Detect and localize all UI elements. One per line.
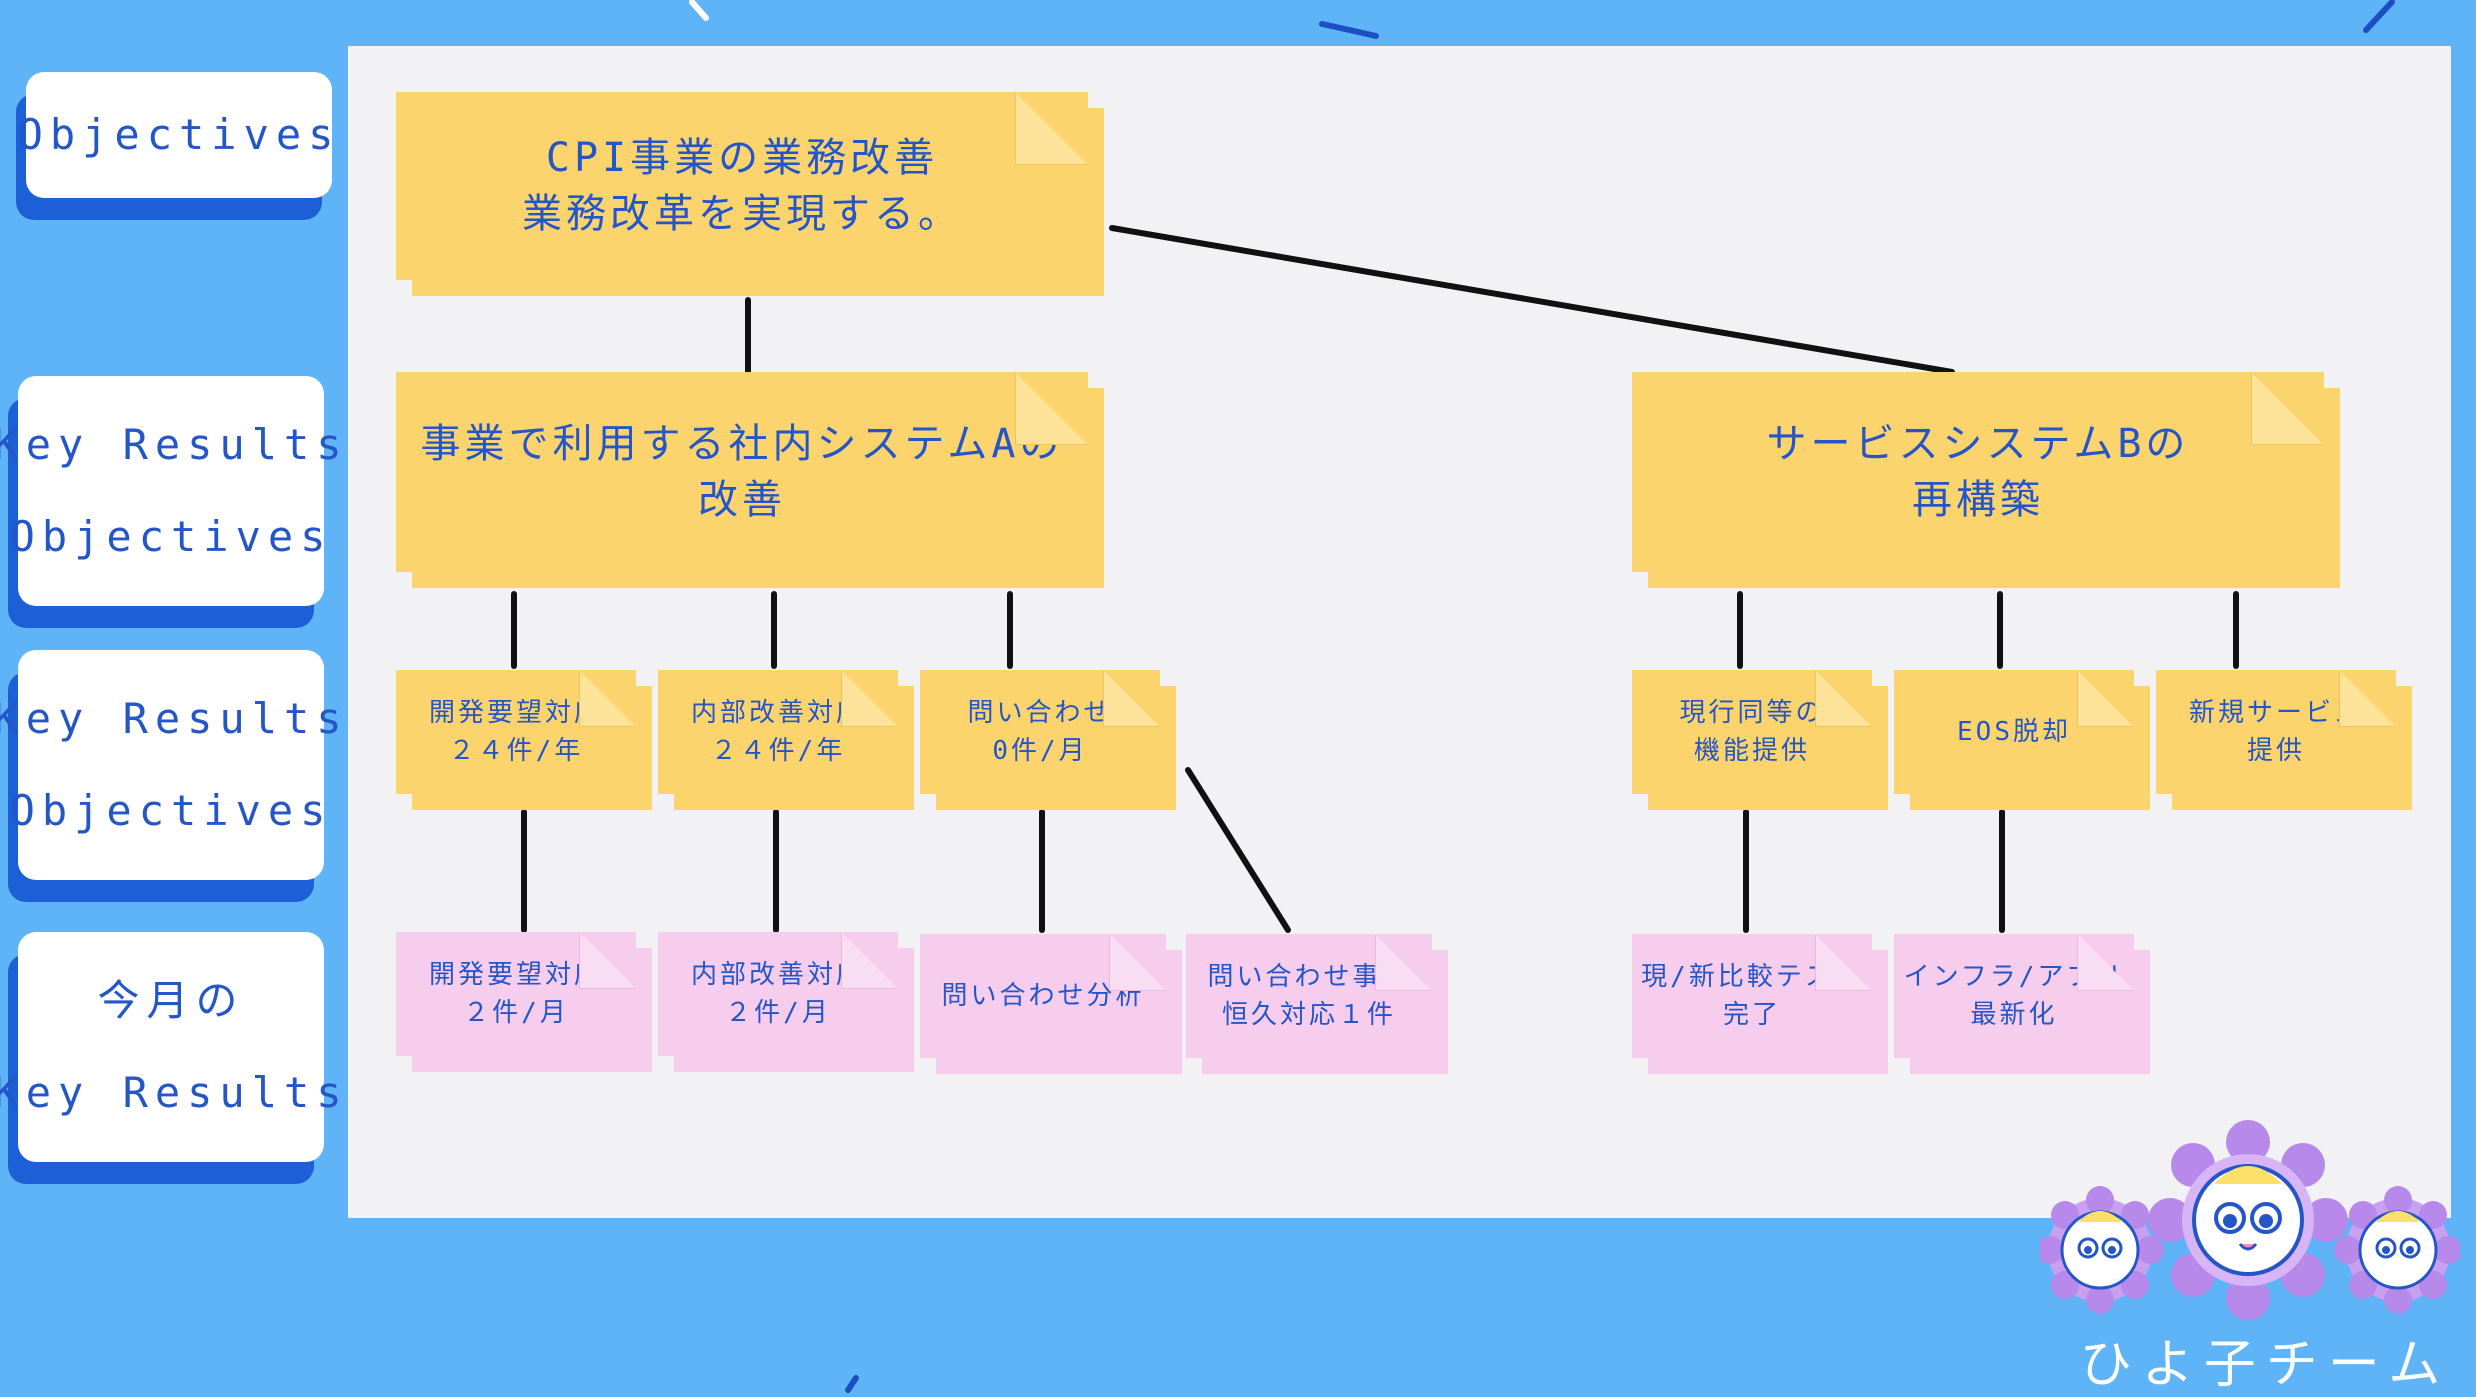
note-monthly-a-3: 問い合わせ分析 bbox=[920, 934, 1182, 1074]
note-monthly-b-1: 現/新比較テスト 完了 bbox=[1632, 934, 1888, 1074]
note-text: ２４件/年 bbox=[448, 736, 584, 766]
decor-stroke bbox=[689, 0, 709, 21]
note-monthly-a-4: 問い合わせ事象 恒久対応１件 bbox=[1186, 934, 1448, 1074]
note-text: 恒久対応１件 bbox=[1221, 1000, 1396, 1030]
note-text: 機能提供 bbox=[1693, 736, 1810, 766]
note-kr-b-2: EOS脱却 bbox=[1894, 670, 2150, 810]
sidebar-key-results-label: Key Results bbox=[0, 420, 349, 469]
note-text: 最新化 bbox=[1970, 1000, 2058, 1030]
note-text: 開発要望対応 bbox=[428, 698, 603, 728]
mascot-small-left bbox=[2040, 1186, 2164, 1314]
note-system-b: サービスシステムBの 再構築 bbox=[1632, 372, 2340, 588]
sidebar-key-results-objectives-1: Key Results Objectives bbox=[0, 376, 342, 606]
note-text: 再構築 bbox=[1912, 477, 2044, 523]
note-text: 完了 bbox=[1722, 1000, 1781, 1030]
note-text: ２４件/年 bbox=[710, 736, 846, 766]
note-text: 内部改善対応 bbox=[690, 698, 865, 728]
note-kr-a-2: 内部改善対応 ２４件/年 bbox=[658, 670, 914, 810]
note-text: 提供 bbox=[2246, 736, 2305, 766]
sidebar-key-results-label: Key Results bbox=[0, 694, 349, 743]
sidebar-key-results-objectives-2: Key Results Objectives bbox=[0, 650, 342, 880]
mascot-small-right bbox=[2334, 1186, 2460, 1314]
sidebar-monthly-key-results: 今月の Key Results bbox=[0, 932, 342, 1162]
note-monthly-b-2: インフラ/アプリ 最新化 bbox=[1894, 934, 2150, 1074]
chick-flower-mascot-icon bbox=[2040, 1120, 2460, 1320]
note-text: 新規サービス bbox=[2188, 698, 2363, 728]
note-text: 改善 bbox=[698, 477, 786, 523]
note-kr-b-1: 現行同等の 機能提供 bbox=[1632, 670, 1888, 810]
decor-stroke bbox=[2363, 0, 2395, 33]
note-text: 内部改善対応 bbox=[690, 960, 865, 990]
mascot-big-center bbox=[2148, 1120, 2348, 1320]
note-text: ２件/月 bbox=[463, 998, 569, 1028]
note-text: CPI事業の業務改善 bbox=[545, 135, 939, 181]
note-system-a: 事業で利用する社内システムAの 改善 bbox=[396, 372, 1104, 588]
note-text: 0件/月 bbox=[992, 736, 1088, 766]
note-kr-a-3: 問い合わせ 0件/月 bbox=[920, 670, 1176, 810]
note-monthly-a-2: 内部改善対応 ２件/月 bbox=[658, 932, 914, 1072]
sidebar-objectives: Objectives bbox=[18, 72, 333, 198]
note-kr-b-3: 新規サービス 提供 bbox=[2156, 670, 2412, 810]
note-text: 現行同等の bbox=[1679, 698, 1825, 728]
note-text: 業務改革を実現する。 bbox=[522, 191, 962, 237]
team-name: ひよ子チーム bbox=[2079, 1335, 2451, 1395]
note-text: 問い合わせ分析 bbox=[941, 981, 1145, 1011]
note-text: 問い合わせ bbox=[967, 698, 1113, 728]
note-kr-a-1: 開発要望対応 ２４件/年 bbox=[396, 670, 652, 810]
note-root-objective: CPI事業の業務改善 業務改革を実現する。 bbox=[396, 92, 1104, 296]
sidebar-this-month-label: 今月の bbox=[97, 976, 245, 1025]
note-text: 開発要望対応 bbox=[428, 960, 603, 990]
decor-stroke bbox=[1319, 21, 1379, 39]
sidebar-key-results-label: Key Results bbox=[0, 1068, 349, 1117]
note-text: 事業で利用する社内システムAの bbox=[420, 421, 1064, 467]
note-text: 問い合わせ事象 bbox=[1207, 962, 1411, 992]
sidebar-objectives-label: Objectives bbox=[9, 786, 333, 835]
note-text: ２件/月 bbox=[725, 998, 831, 1028]
decor-stroke bbox=[845, 1375, 859, 1393]
sidebar-objectives-label: Objectives bbox=[9, 512, 333, 561]
note-monthly-a-1: 開発要望対応 ２件/月 bbox=[396, 932, 652, 1072]
sidebar-objectives-label: Objectives bbox=[17, 110, 341, 159]
note-text: サービスシステムBの bbox=[1766, 421, 2190, 467]
note-text: EOS脱却 bbox=[1957, 717, 2071, 747]
